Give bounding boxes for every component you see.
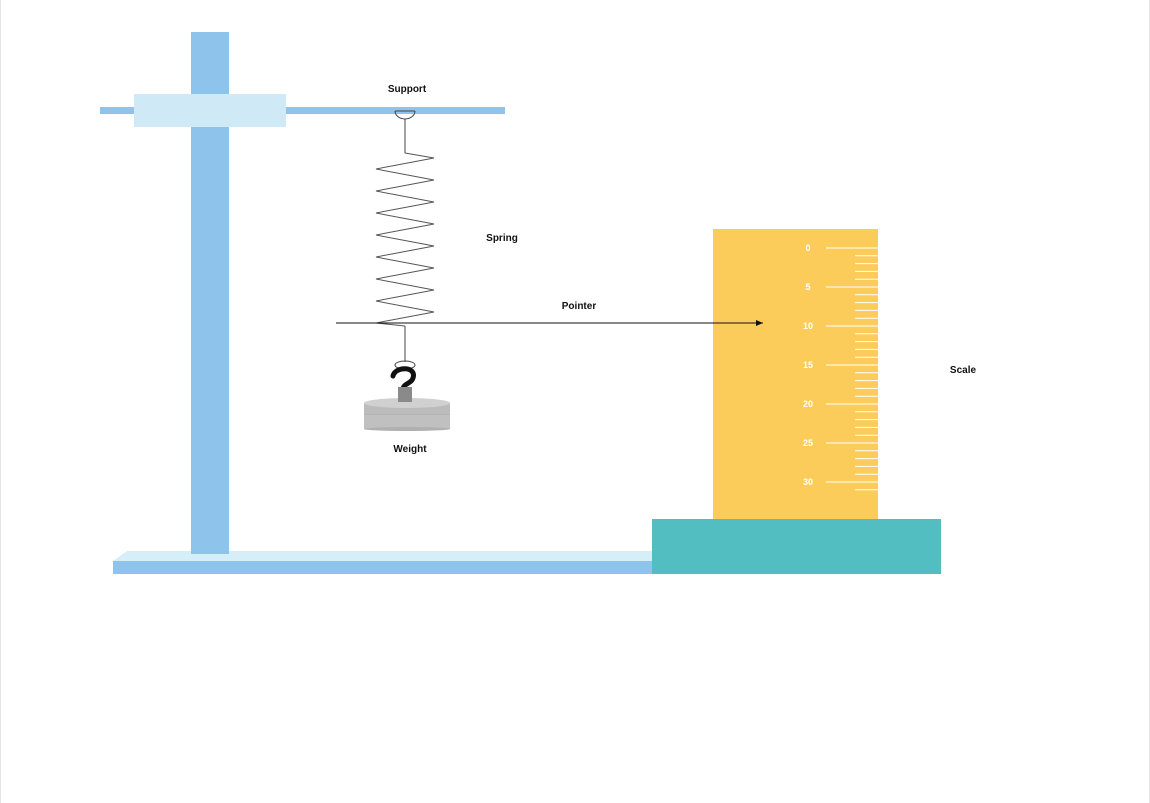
label-pointer: Pointer xyxy=(562,301,597,312)
label-support: Support xyxy=(388,84,427,95)
stand-base-top xyxy=(113,551,652,561)
scale-tick-label: 20 xyxy=(803,399,813,409)
spring xyxy=(375,152,435,327)
stand-base xyxy=(113,561,653,574)
scale-ticks xyxy=(826,247,878,491)
spring-top-hook xyxy=(394,110,416,153)
label-scale: Scale xyxy=(950,365,977,376)
left-page-border xyxy=(0,0,1,803)
spring-bottom-hook xyxy=(390,326,416,392)
label-spring: Spring xyxy=(486,233,518,244)
scale-tick-label: 15 xyxy=(803,360,813,370)
label-weight: Weight xyxy=(393,444,427,455)
scale-tick-label: 25 xyxy=(803,438,813,448)
scale-numbers: 0 5 10 15 20 25 30 xyxy=(803,243,813,487)
support-arm xyxy=(100,107,505,114)
weight xyxy=(364,387,450,431)
scale-tick-label: 0 xyxy=(805,243,810,253)
scale-tick-label: 5 xyxy=(805,282,810,292)
scale-tick-label: 10 xyxy=(803,321,813,331)
scale-ruler xyxy=(713,229,878,519)
scale-tick-label: 30 xyxy=(803,477,813,487)
clamp xyxy=(134,94,286,127)
scale-base-block xyxy=(652,519,941,574)
